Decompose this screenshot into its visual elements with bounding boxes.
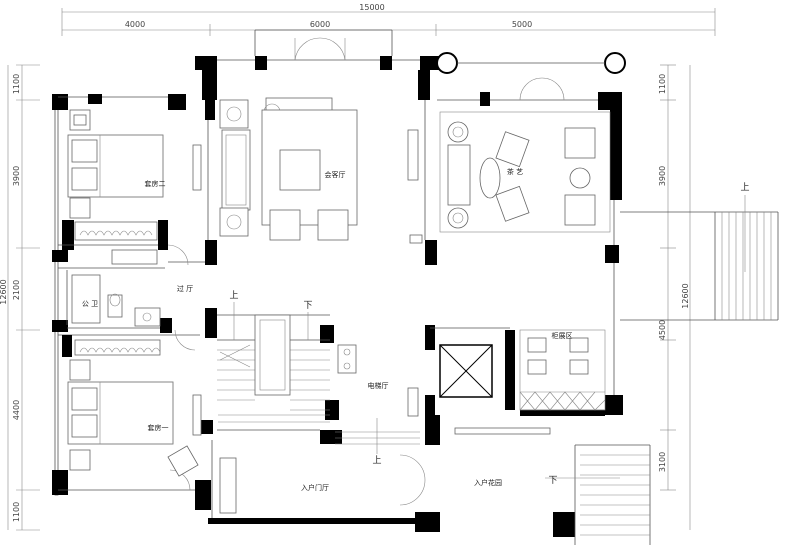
walls (52, 29, 626, 537)
label-down-garden: 下 (548, 476, 557, 486)
dim-left-total: 12600 (0, 279, 8, 304)
tea-room-furniture (409, 111, 611, 244)
label-entrance-hall: 入户门厅 (301, 483, 329, 492)
label-living-room: 会客厅 (325, 170, 346, 179)
dim-left-1: 1100 (12, 74, 21, 94)
label-up-entrance: 上 (372, 455, 381, 466)
label-corridor: 过 厅 (177, 284, 193, 293)
wardrobe-1 (74, 339, 161, 356)
label-guest-room-2: 套房二 (145, 179, 166, 188)
dim-right-2: 3900 (658, 166, 667, 186)
label-elevator-hall: 电梯厅 (368, 381, 389, 390)
dim-left-4: 4400 (12, 400, 21, 420)
label-tea-room: 茶 艺 (507, 167, 523, 176)
stair-treads-right (721, 212, 772, 320)
dim-right-1: 1100 (658, 74, 667, 94)
guest-room-2-furniture (67, 109, 164, 241)
doors (167, 37, 565, 506)
wardrobe-2 (74, 221, 158, 241)
dim-left-2: 3900 (12, 166, 21, 186)
right-dimensions: 1100 3900 4500 3100 12600 (658, 64, 691, 530)
dim-top-left: 4000 (125, 20, 145, 29)
right-exterior-stair: 上 (620, 182, 779, 321)
dim-top-total: 15000 (359, 3, 384, 12)
living-room-furniture (192, 97, 419, 241)
label-up-right-stair: 上 (740, 182, 749, 193)
label-guest-room-1: 套房一 (148, 423, 169, 432)
label-up-stair: 上 (229, 290, 238, 301)
entrance-steps: 上 (335, 418, 420, 466)
dim-left-3: 2100 (12, 280, 21, 300)
label-down-stair: 下 (303, 301, 312, 311)
dim-right-4: 3100 (658, 452, 667, 472)
label-entrance-garden: 入户花园 (474, 478, 502, 487)
public-bath-furniture (71, 249, 161, 327)
guest-room-1-furniture (67, 339, 202, 477)
elevator (439, 344, 493, 398)
hall-furniture (219, 344, 551, 514)
interior-staircase: 上 下 (217, 290, 330, 423)
dim-right-3: 4500 (658, 320, 667, 340)
label-public-bath: 公 卫 (82, 300, 98, 308)
label-cabinet-area: 柜展区 (552, 331, 573, 340)
dim-top-mid: 6000 (310, 20, 330, 29)
dim-left-5: 1100 (12, 502, 21, 522)
room-labels: 套房二 会客厅 茶 艺 过 厅 公 卫 套房一 电梯厅 柜展区 入户门厅 入户花… (82, 167, 573, 492)
bottom-right-stair: 下 (545, 444, 651, 545)
top-dimensions: 15000 4000 6000 5000 (61, 3, 716, 36)
cabinet-area-furniture (519, 329, 606, 411)
left-dimensions: 1100 3900 2100 12600 4400 1100 (0, 64, 40, 531)
dim-top-right: 5000 (512, 20, 532, 29)
dim-right-total: 12600 (681, 283, 690, 308)
